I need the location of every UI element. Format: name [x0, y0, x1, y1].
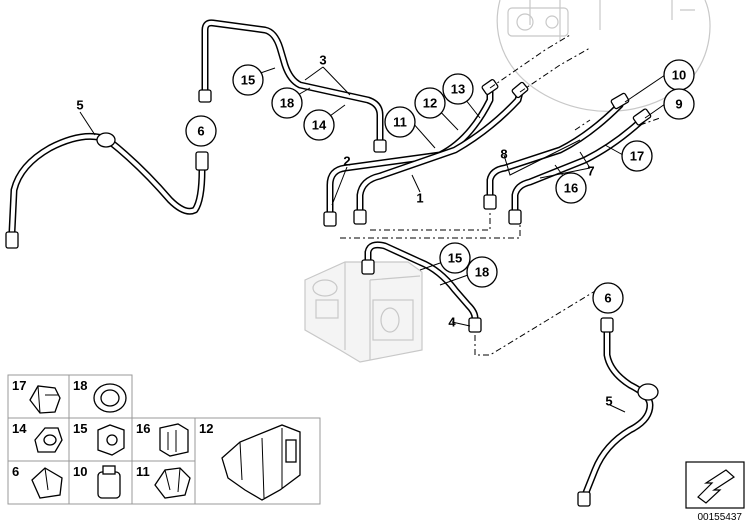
callout-6-right[interactable]: 6	[592, 282, 624, 314]
svg-text:14: 14	[312, 118, 327, 133]
legend-cell-10[interactable]: 10	[73, 464, 121, 499]
svg-text:18: 18	[280, 96, 294, 111]
svg-text:6: 6	[12, 464, 19, 479]
legend-cell-11[interactable]: 11	[136, 464, 191, 499]
svg-text:10: 10	[672, 68, 686, 83]
callout-11[interactable]: 11	[384, 106, 416, 138]
brake-line-4[interactable]	[361, 241, 482, 333]
legend-cell-16[interactable]: 16	[136, 421, 189, 457]
direction-arrow-icon	[685, 461, 745, 509]
legend-cell-15[interactable]: 15	[73, 421, 125, 456]
svg-text:12: 12	[423, 96, 437, 111]
label-8: 8	[500, 147, 507, 162]
svg-text:6: 6	[604, 291, 611, 306]
label-5-left: 5	[76, 98, 83, 113]
abs-unit-ghost	[304, 261, 423, 363]
leader-lines	[79, 66, 666, 413]
callout-18-top[interactable]: 18	[271, 87, 303, 119]
label-1: 1	[416, 191, 423, 206]
connection-lines	[340, 34, 661, 356]
callout-17[interactable]: 17	[621, 140, 653, 172]
legend-cell-12[interactable]: 12	[199, 421, 301, 501]
brake-line-3[interactable]	[198, 19, 387, 153]
callout-14[interactable]: 14	[303, 109, 335, 141]
svg-text:17: 17	[630, 149, 644, 164]
svg-text:15: 15	[73, 421, 87, 436]
svg-text:16: 16	[564, 181, 578, 196]
svg-text:11: 11	[136, 464, 150, 479]
callout-9[interactable]: 9	[663, 88, 695, 120]
legend-cell-17[interactable]: 17	[12, 378, 61, 414]
svg-text:10: 10	[73, 464, 87, 479]
document-id: 00155437	[698, 512, 743, 523]
svg-text:12: 12	[199, 421, 213, 436]
label-2: 2	[343, 154, 350, 169]
label-4: 4	[448, 315, 456, 330]
svg-text:16: 16	[136, 421, 150, 436]
legend-cell-14[interactable]: 14	[12, 421, 63, 453]
legend-cell-18[interactable]: 18	[73, 378, 127, 413]
brake-line-7[interactable]	[508, 108, 652, 225]
callout-15-top[interactable]: 15	[232, 64, 264, 96]
callout-10[interactable]: 10	[663, 59, 695, 91]
svg-text:17: 17	[12, 378, 26, 393]
callout-6-left[interactable]: 6	[185, 115, 217, 147]
callout-15-bottom[interactable]: 15	[439, 242, 471, 274]
svg-text:13: 13	[451, 82, 465, 97]
brake-line-2[interactable]	[323, 79, 499, 227]
svg-text:6: 6	[197, 124, 204, 139]
brake-hose-5-right[interactable]	[577, 317, 659, 507]
label-3: 3	[319, 53, 326, 68]
svg-text:18: 18	[475, 265, 489, 280]
callout-13[interactable]: 13	[442, 73, 474, 105]
label-7: 7	[587, 164, 594, 179]
svg-text:9: 9	[675, 97, 682, 112]
svg-text:15: 15	[241, 73, 255, 88]
callout-12[interactable]: 12	[414, 87, 446, 119]
brake-line-1[interactable]	[353, 81, 529, 225]
svg-text:14: 14	[12, 421, 27, 436]
svg-text:11: 11	[393, 115, 407, 130]
brake-line-8[interactable]	[483, 92, 630, 210]
callout-18-bottom[interactable]: 18	[466, 256, 498, 288]
svg-text:15: 15	[448, 251, 462, 266]
legend-cell-6[interactable]: 6	[12, 464, 63, 499]
label-5-right: 5	[605, 394, 612, 409]
svg-text:18: 18	[73, 378, 87, 393]
brake-hose-5-left[interactable]	[5, 132, 209, 249]
callout-16[interactable]: 16	[555, 172, 587, 204]
